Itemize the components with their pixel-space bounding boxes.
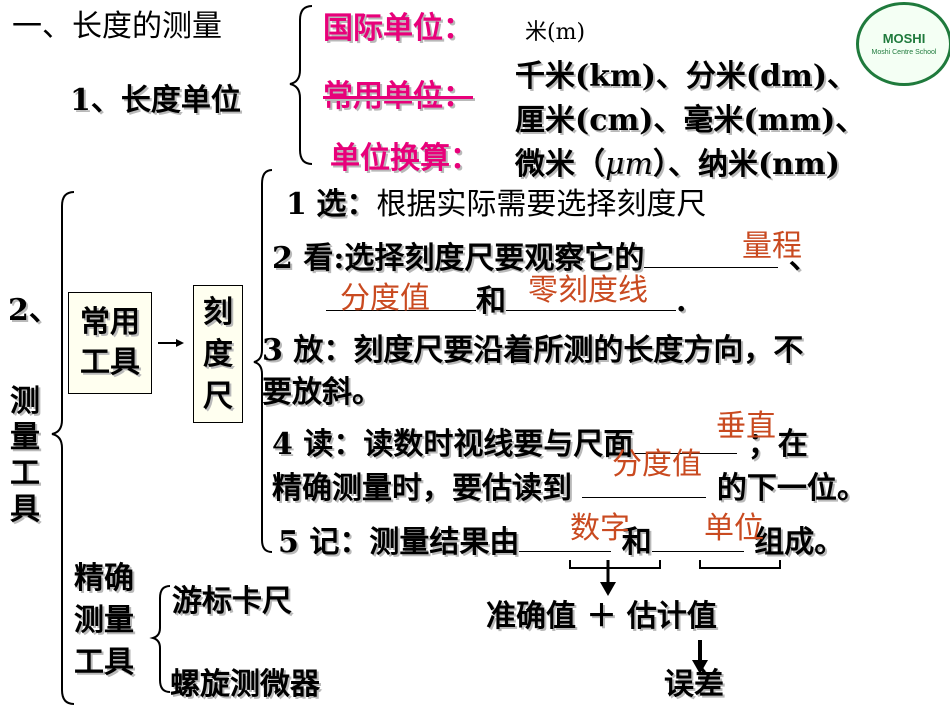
answer-division: 分度值 bbox=[340, 281, 430, 316]
step-2-end: . bbox=[676, 284, 687, 319]
common-tool-box: 常用工具 bbox=[68, 292, 152, 394]
common-units-line1: 千米(km)、分米(dm)、 bbox=[515, 59, 858, 94]
ruler-label: 刻度尺 bbox=[203, 295, 233, 414]
blank-digits bbox=[519, 551, 612, 552]
step-4-text2: 精确测量时，要估读到 bbox=[272, 471, 572, 506]
answer-range: 量程 bbox=[742, 229, 802, 264]
common-unit-label: 常用单位： bbox=[323, 79, 473, 114]
nano-label: ）、纳米(nm) bbox=[652, 147, 840, 182]
common-tool-label: 常用工具 bbox=[80, 305, 140, 380]
answer-vertical: 垂直 bbox=[716, 409, 776, 444]
step-4-tail: ；在 bbox=[747, 427, 808, 462]
step-1-key: 选： bbox=[316, 187, 377, 222]
step-4-text: ：读数时视线要与尺面 bbox=[333, 427, 634, 462]
step-2-text: :选择刻度尺要观察它的 bbox=[333, 241, 645, 276]
blank-unit bbox=[651, 551, 744, 552]
section-tools-title: 测量工具 bbox=[10, 384, 40, 527]
school-logo: MOSHI Moshi Centre School bbox=[856, 2, 950, 86]
brace-tools bbox=[51, 191, 75, 705]
micro-label: 微米（ bbox=[515, 147, 605, 182]
section-tools-number: 2、 bbox=[8, 293, 59, 328]
page-heading: 一、长度的测量 bbox=[12, 9, 222, 44]
section-units-title: 1、长度单位 bbox=[70, 83, 241, 118]
step-3-key: 放 bbox=[293, 333, 324, 368]
step-5: 5 记：测量结果由 和 组成。 bbox=[278, 525, 845, 561]
step-4: 4 读：读数时视线要与尺面 ；在 bbox=[272, 427, 808, 463]
step-3-text: ：刻度尺要沿着所测的长度方向，不 bbox=[323, 333, 804, 368]
answer-division-2: 分度值 bbox=[612, 447, 702, 482]
step-2-number: 2 bbox=[272, 241, 293, 276]
ruler-box: 刻度尺 bbox=[193, 285, 243, 423]
step-2-and: 和 bbox=[476, 284, 506, 319]
blank-division2 bbox=[582, 497, 707, 498]
step-2-key: 看 bbox=[303, 241, 334, 276]
arrow-down-error-icon bbox=[692, 660, 708, 674]
step-2-tail: 、 bbox=[788, 241, 819, 276]
result-formula: 准确值 ＋ 估计值 bbox=[486, 599, 717, 634]
arrow-right-icon bbox=[176, 339, 184, 347]
precise-item-vernier: 游标卡尺 bbox=[172, 584, 292, 619]
step-1-number: 1 bbox=[286, 187, 307, 222]
step-4-number: 4 bbox=[272, 427, 293, 462]
step-2: 2 看:选择刻度尺要观察它的 、 bbox=[272, 241, 819, 277]
step-5-text: ：测量结果由 bbox=[339, 525, 520, 560]
intl-unit-label: 国际单位： bbox=[323, 11, 473, 46]
step-4-tail2: 的下一位。 bbox=[716, 471, 867, 506]
step-5-and: 和 bbox=[621, 525, 652, 560]
logo-name: MOSHI bbox=[882, 31, 926, 46]
logo-subtitle: Moshi Centre School bbox=[871, 49, 937, 56]
step-2-line2: 和. bbox=[326, 284, 687, 320]
answer-digits: 数字 bbox=[570, 511, 630, 546]
common-units-line2: 厘米(cm)、毫米(mm)、 bbox=[515, 103, 866, 138]
answer-zero-mark: 零刻度线 bbox=[528, 273, 648, 308]
answer-unit: 单位 bbox=[704, 511, 764, 546]
step-1: 1 选：根据实际需要选择刻度尺 bbox=[286, 187, 707, 223]
step-5-tail: 组成。 bbox=[754, 525, 845, 560]
blank-zero bbox=[506, 310, 676, 311]
step-4-key: 读 bbox=[303, 427, 334, 462]
common-units-line3: 微米（μm）、纳米(nm) bbox=[515, 147, 840, 183]
brace-steps bbox=[253, 169, 273, 553]
blank-division bbox=[326, 310, 476, 311]
step-5-key: 记 bbox=[309, 525, 340, 560]
brace-units bbox=[289, 5, 313, 165]
step-3-number: 3 bbox=[262, 333, 283, 368]
convert-label: 单位换算： bbox=[330, 141, 480, 176]
step-4-line2: 精确测量时，要估读到 的下一位。 bbox=[272, 471, 867, 507]
step-3: 3 放：刻度尺要沿着所测的长度方向，不 bbox=[262, 333, 804, 369]
step-1-text: 根据实际需要选择刻度尺 bbox=[376, 187, 707, 222]
blank-vertical bbox=[633, 453, 738, 454]
precise-tool-label: 精确测量工具 bbox=[74, 561, 134, 680]
step-5-number: 5 bbox=[278, 525, 299, 560]
blank-range bbox=[644, 267, 779, 268]
precise-item-micrometer: 螺旋测微器 bbox=[170, 667, 320, 702]
intl-unit-value: 米(m) bbox=[525, 20, 586, 45]
brace-precise bbox=[149, 585, 171, 693]
result-error: 误差 bbox=[664, 667, 724, 702]
step-3-line2: 要放斜。 bbox=[262, 375, 382, 410]
arrow-down-icon bbox=[600, 582, 616, 596]
micro-symbol: μm bbox=[605, 147, 653, 182]
